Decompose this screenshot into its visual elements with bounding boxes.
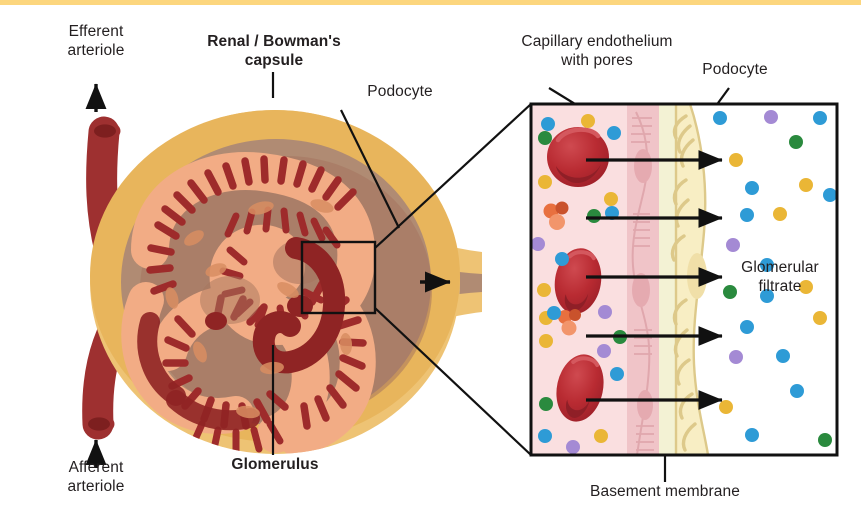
red-blood-cell [556,354,604,422]
lumen-molecule-dot [607,126,621,140]
lumen-molecule-dot [604,192,618,206]
lumen-molecule-dot [538,429,552,443]
label-efferent-arteriole: Efferent arteriole [67,23,125,59]
lumen-molecule-dot [594,429,608,443]
filtrate-molecule-dot [799,280,813,294]
lumen-molecule-dot [566,440,580,454]
filtrate-molecule-dot [713,111,727,125]
filtrate-molecule-dot [764,110,778,124]
label-capillary-endothelium: Capillary endothelium with pores [521,33,673,69]
lumen-molecule-dot [539,397,553,411]
filtrate-molecule-dot [726,238,740,252]
filtrate-molecule-dot [776,349,790,363]
platelet [558,309,581,336]
filtrate-molecule-dot [745,181,759,195]
tuft-highlights [165,199,353,419]
lumen-molecule-dot [539,334,553,348]
zoom-connectors [374,103,532,456]
filtrate-molecule-dot [760,258,774,272]
endothelial-nucleus [632,273,650,307]
lumen-molecule-dot [547,306,561,320]
red-blood-cell [554,248,602,314]
filtrate-molecule-dot [760,289,774,303]
label-glomerular-filtrate: Glomerular filtrate [741,259,819,295]
filtrate-molecule-dot [789,135,803,149]
filtrate-molecule-dot [729,153,743,167]
label-glomerulus: Glomerulus [231,456,319,473]
red-blood-cell [547,127,609,187]
label-basement-membrane: Basement membrane [590,483,740,500]
filtration-arrows [586,150,723,410]
label-podocyte-inset: Podocyte [702,61,768,78]
label-afferent-arteriole: Afferent arteriole [67,459,125,495]
platelet [543,201,569,230]
label-bowmans-capsule: Renal / Bowman's capsule [207,33,341,69]
podocyte-main-leader [340,109,400,229]
filtrate-molecule-dot [790,384,804,398]
filtrate-molecule-dot [773,207,787,221]
filtrate-molecule-dot [818,433,832,447]
filtrate-molecule-dot [823,188,837,202]
inset-frame [529,102,839,457]
endothelial-cells [627,104,654,455]
filtrate-molecule-dots [713,110,837,447]
capillary-fringe [146,155,357,295]
lumen-molecule-dot [538,175,552,189]
inset-selection-box [300,240,377,315]
podocyte-foot-processes [670,114,697,452]
endothelial-pores [631,117,654,451]
filtrate-molecule-dot [719,400,733,414]
lumen-molecule-dot [537,283,551,297]
endothelial-nucleus [634,149,652,183]
endothelial-nucleus [637,390,653,420]
filtrate-molecule-dot [745,428,759,442]
lumen-molecule-dot [597,344,611,358]
filtrate-molecule-dot [729,350,743,364]
filtrate-molecule-dot [813,311,827,325]
lumen-molecule-dot [531,237,545,251]
filtrate-molecule-dot [740,208,754,222]
lumen-molecule-dot [555,252,569,266]
lumen-molecule-dot [587,209,601,223]
glomerular-tuft [121,152,376,454]
inset-panel [529,102,839,457]
filtrate-molecule-dot [740,320,754,334]
label-podocyte-main: Podocyte [367,83,433,100]
lumen-molecule-dot [541,117,555,131]
lumen-molecule-dot [581,114,595,128]
filtrate-molecule-dot [799,178,813,192]
lumen-molecule-dot [610,367,624,381]
lumen-molecule-dot [598,305,612,319]
filtrate-molecule-dot [723,285,737,299]
lumen-molecule-dots [531,114,627,454]
red-blood-cells [543,127,609,422]
lumen-molecule-dot [538,131,552,145]
filtrate-molecule-dot [813,111,827,125]
top-accent-bar [0,0,861,5]
